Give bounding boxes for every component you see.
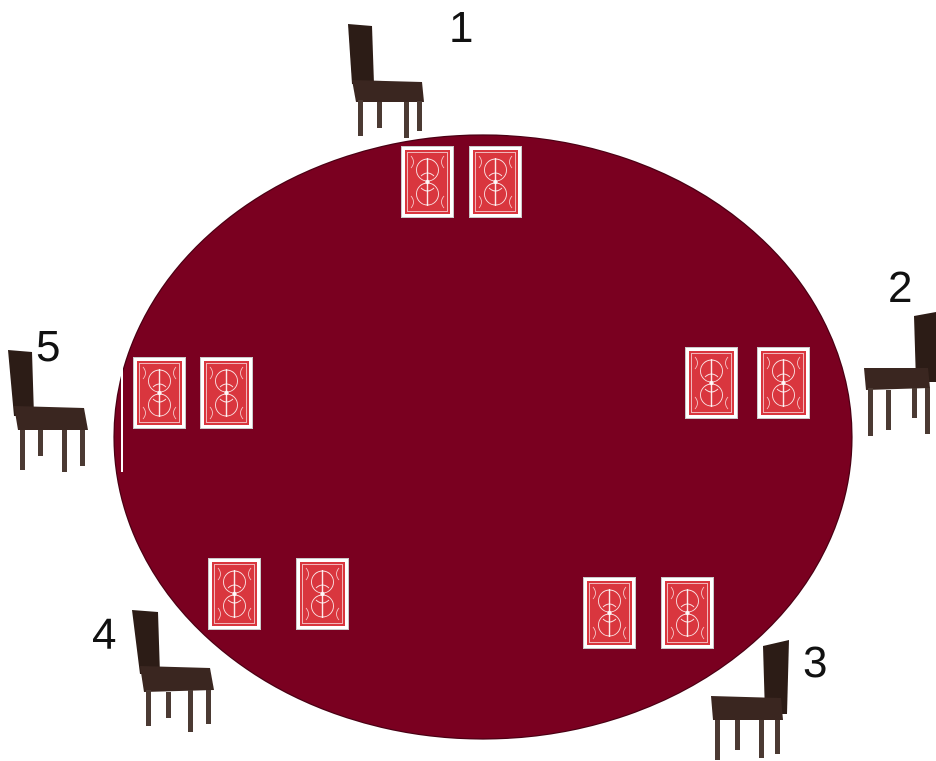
chair-icon — [862, 312, 936, 438]
chair-icon — [6, 350, 90, 474]
card-back-icon — [204, 361, 249, 425]
card-back-icon — [212, 562, 257, 626]
card-back-icon — [300, 562, 345, 626]
card-back — [583, 577, 636, 649]
card-back — [208, 558, 261, 630]
card-back-icon — [689, 351, 734, 415]
chair-icon — [130, 608, 218, 734]
seat-number-2: 2 — [888, 266, 912, 310]
card-back-icon — [761, 351, 806, 415]
card-back-icon — [405, 150, 450, 214]
card-back-icon — [473, 150, 518, 214]
chair-icon — [709, 640, 793, 761]
card-back — [200, 357, 253, 429]
card-back — [133, 357, 186, 429]
card-back — [469, 146, 522, 218]
card-back — [661, 577, 714, 649]
card-back — [685, 347, 738, 419]
seat-number-4: 4 — [92, 613, 116, 657]
chair-icon — [344, 22, 428, 140]
card-back-icon — [587, 581, 632, 645]
card-back-icon — [137, 361, 182, 425]
card-back — [296, 558, 349, 630]
card-back — [401, 146, 454, 218]
card-back-icon — [665, 581, 710, 645]
seat-number-1: 1 — [449, 6, 473, 50]
seat-number-3: 3 — [803, 641, 827, 685]
card-back — [757, 347, 810, 419]
